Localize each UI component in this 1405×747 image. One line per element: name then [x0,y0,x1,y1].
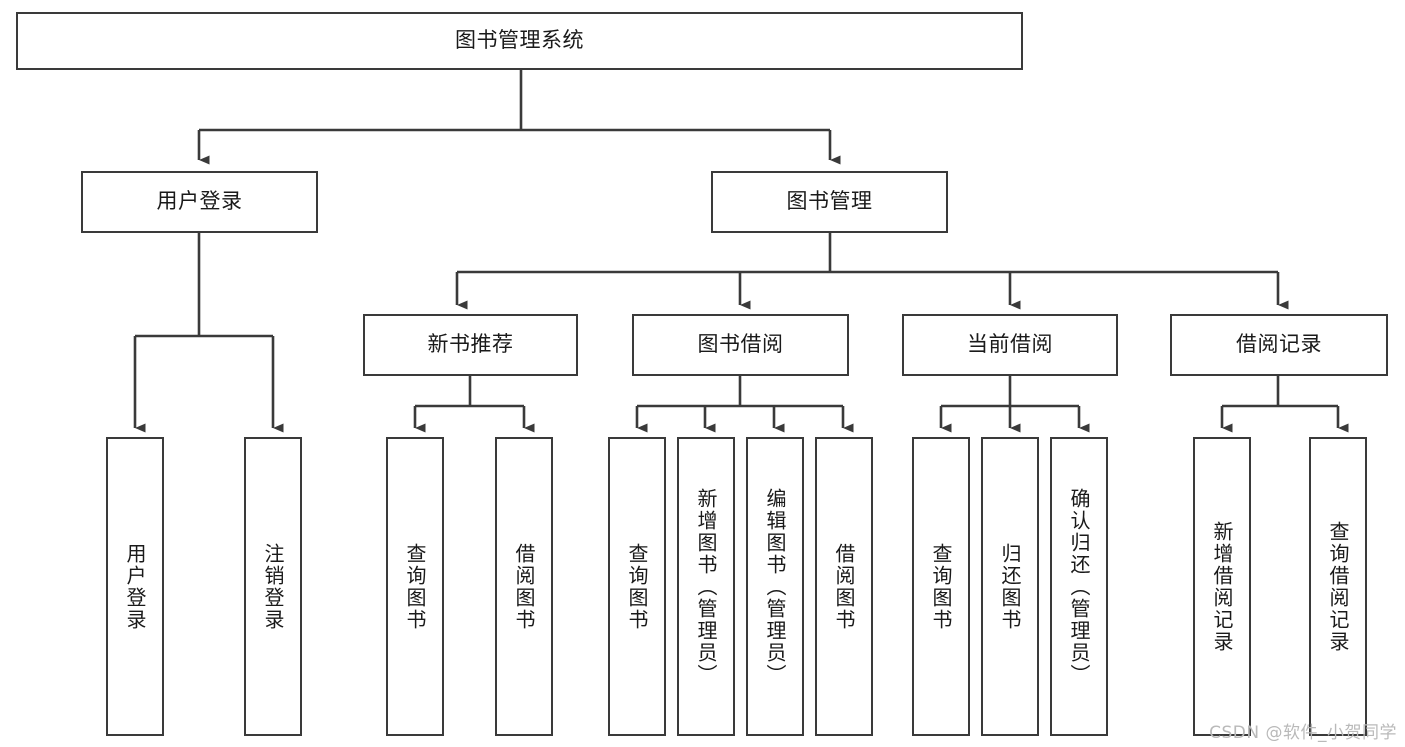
node-leaf-bb-edit-book-label: 编辑图书（管理员） [763,487,787,686]
node-leaf-cb-return-book-label: 归还图书 [998,542,1022,631]
node-leaf-nb-borrow-book-label: 借阅图书 [512,542,536,631]
node-leaf-bb-borrow-book[interactable]: 借阅图书 [815,437,873,736]
node-current-borrow-label: 当前借阅 [967,332,1053,357]
node-leaf-bb-edit-book[interactable]: 编辑图书（管理员） [746,437,804,736]
node-leaf-user-login[interactable]: 用户登录 [106,437,164,736]
node-book-borrow-label: 图书借阅 [697,332,784,357]
node-book-management-label: 图书管理 [786,189,873,214]
node-leaf-cb-query-book[interactable]: 查询图书 [912,437,970,736]
node-leaf-bb-add-book-label: 新增图书（管理员） [694,487,718,686]
node-current-borrow[interactable]: 当前借阅 [902,314,1118,376]
node-new-book-recommend-label: 新书推荐 [427,332,514,357]
node-leaf-br-query-record-label: 查询借阅记录 [1326,520,1350,653]
node-leaf-logout[interactable]: 注销登录 [244,437,302,736]
node-borrow-record[interactable]: 借阅记录 [1170,314,1388,376]
node-leaf-bb-borrow-book-label: 借阅图书 [832,542,856,631]
node-leaf-br-query-record[interactable]: 查询借阅记录 [1309,437,1367,736]
node-leaf-logout-label: 注销登录 [261,542,285,631]
node-new-book-recommend[interactable]: 新书推荐 [363,314,578,376]
node-leaf-bb-query-book[interactable]: 查询图书 [608,437,666,736]
node-leaf-cb-confirm-return-label: 确认归还（管理员） [1067,487,1091,686]
node-user-login-label: 用户登录 [156,189,243,214]
node-leaf-cb-return-book[interactable]: 归还图书 [981,437,1039,736]
watermark-text: CSDN @软件_小贺同学 [1209,723,1397,743]
node-leaf-nb-borrow-book[interactable]: 借阅图书 [495,437,553,736]
node-leaf-cb-confirm-return[interactable]: 确认归还（管理员） [1050,437,1108,736]
node-root-book-management-system[interactable]: 图书管理系统 [16,12,1023,70]
node-book-borrow[interactable]: 图书借阅 [632,314,849,376]
node-borrow-record-label: 借阅记录 [1236,332,1322,357]
node-root-label: 图书管理系统 [455,28,584,53]
node-user-login[interactable]: 用户登录 [81,171,318,233]
node-leaf-user-login-label: 用户登录 [123,542,147,631]
node-leaf-br-add-record[interactable]: 新增借阅记录 [1193,437,1251,736]
node-leaf-cb-query-book-label: 查询图书 [929,542,953,631]
node-leaf-br-add-record-label: 新增借阅记录 [1210,520,1234,653]
node-leaf-bb-query-book-label: 查询图书 [625,542,649,631]
node-leaf-nb-query-book-label: 查询图书 [403,542,427,631]
node-book-management[interactable]: 图书管理 [711,171,948,233]
node-leaf-nb-query-book[interactable]: 查询图书 [386,437,444,736]
node-leaf-bb-add-book[interactable]: 新增图书（管理员） [677,437,735,736]
